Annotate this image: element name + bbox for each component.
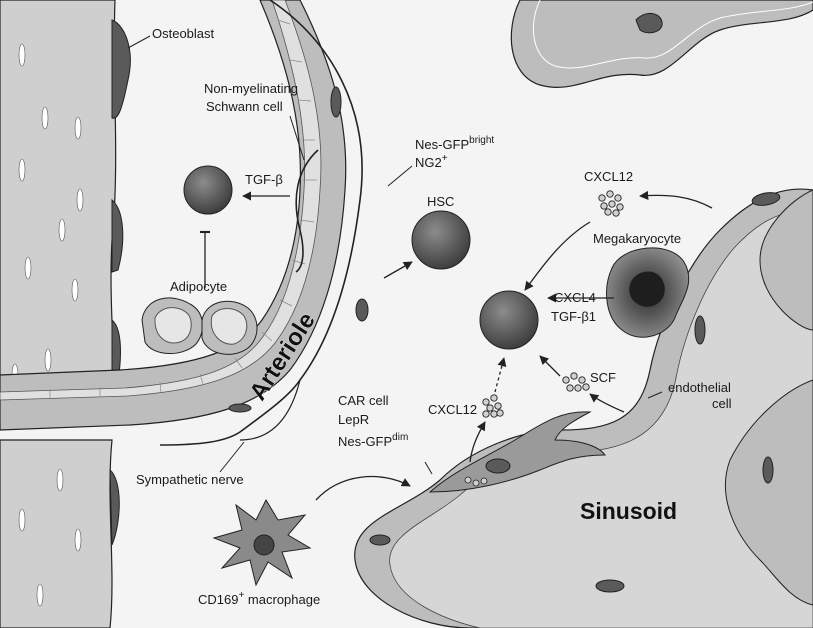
sinusoid-vessel bbox=[354, 188, 813, 628]
label-lepr: LepR bbox=[338, 412, 369, 427]
label-nes-gfp-bright: Nes-GFPbright bbox=[415, 135, 494, 152]
car-cell bbox=[428, 411, 606, 493]
label-megakaryocyte: Megakaryocyte bbox=[593, 231, 681, 246]
nes-bright-sup: bright bbox=[469, 135, 494, 146]
label-osteoblast: Osteoblast bbox=[152, 26, 215, 41]
macrophage-sup: + bbox=[238, 590, 244, 601]
arrow-cxcl12-bottom bbox=[494, 357, 507, 393]
arrow-macrophage bbox=[315, 475, 411, 501]
osteoblast-cells bbox=[109, 19, 131, 546]
ng2-sup: + bbox=[442, 153, 448, 164]
label-schwann-line2: Schwann cell bbox=[206, 99, 283, 114]
label-schwann-line1: Non-myelinating bbox=[204, 81, 298, 96]
megakaryocyte-cell bbox=[606, 247, 690, 338]
cxcl12-top-molecules bbox=[598, 190, 624, 217]
label-nes-gfp-dim: Nes-GFPdim bbox=[338, 432, 408, 449]
arrow-scf bbox=[539, 355, 561, 377]
upper-sinusoid bbox=[510, 0, 813, 88]
arrow-to-hsc bbox=[383, 261, 413, 279]
arteriole-vessel bbox=[0, 0, 369, 431]
car-cell-vesicles bbox=[464, 476, 488, 487]
adipocyte-cells bbox=[141, 297, 258, 355]
sympathetic-nerve-fiber bbox=[159, 0, 363, 446]
hsc-quiescent-cell bbox=[183, 165, 233, 215]
bone-tissue bbox=[0, 0, 131, 628]
label-ng2: NG2+ bbox=[415, 153, 448, 170]
label-adipocyte: Adipocyte bbox=[170, 279, 227, 294]
arrow-cxcl12-top bbox=[639, 190, 713, 209]
osteocyte-lacunae bbox=[11, 43, 84, 607]
arrow-endothelial bbox=[589, 393, 625, 413]
arrow-to-central-hsc bbox=[524, 221, 591, 291]
hsc-central-cell bbox=[479, 290, 539, 350]
cxcl12-bottom-molecules bbox=[482, 394, 504, 418]
ng2-base: NG2 bbox=[415, 155, 442, 170]
hsc-cell bbox=[411, 210, 471, 270]
arrow-car-cxcl12 bbox=[469, 421, 486, 463]
label-sinusoid: Sinusoid bbox=[580, 498, 677, 524]
label-endothelial-line2: cell bbox=[712, 396, 732, 411]
scf-molecules bbox=[562, 372, 590, 392]
label-cxcl12-bottom: CXCL12 bbox=[428, 402, 477, 417]
label-sympathetic-nerve: Sympathetic nerve bbox=[136, 472, 244, 487]
label-macrophage: CD169+ macrophage bbox=[198, 590, 320, 607]
nes-dim-base: Nes-GFP bbox=[338, 434, 392, 449]
label-tgfb1: TGF-β1 bbox=[551, 309, 596, 324]
label-endothelial-line1: endothelial bbox=[668, 380, 731, 395]
label-car-cell: CAR cell bbox=[338, 393, 389, 408]
schwann-cell-sheath bbox=[295, 149, 319, 273]
label-scf: SCF bbox=[590, 370, 616, 385]
macrophage-cell bbox=[212, 498, 312, 587]
macrophage-base: CD169 bbox=[198, 592, 238, 607]
label-hsc: HSC bbox=[427, 194, 454, 209]
label-tgfb: TGF-β bbox=[245, 172, 283, 187]
label-cxcl12-top: CXCL12 bbox=[584, 169, 633, 184]
nes-bright-base: Nes-GFP bbox=[415, 137, 469, 152]
macrophage-rest: macrophage bbox=[244, 592, 320, 607]
nes-dim-sup: dim bbox=[392, 432, 408, 443]
label-cxcl4: CXCL4 bbox=[554, 290, 596, 305]
